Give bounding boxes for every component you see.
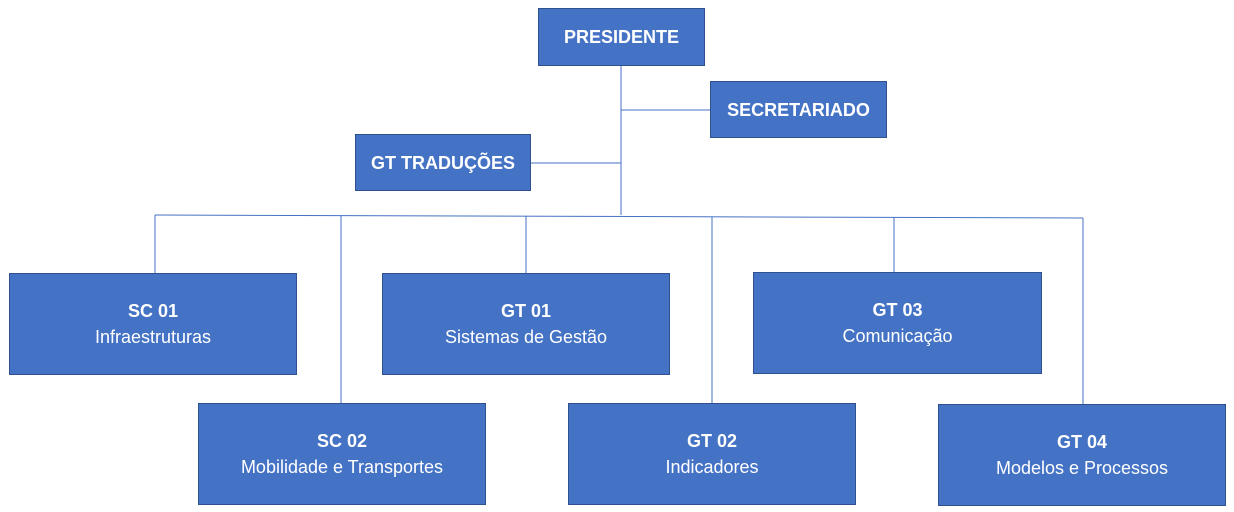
gt02-desc: Indicadores — [665, 457, 759, 477]
connector-bus — [154, 214, 1084, 219]
box-gt01: GT 01 Sistemas de Gestão — [382, 273, 670, 375]
gt03-code: GT 03 — [872, 300, 923, 320]
gt03-desc: Comunicação — [842, 326, 953, 346]
box-sc01: SC 01 Infraestruturas — [9, 273, 297, 375]
box-gt04: GT 04 Modelos e Processos — [938, 404, 1226, 506]
secretariado-label: SECRETARIADO — [727, 99, 870, 120]
gt01-code: GT 01 — [500, 301, 552, 321]
gt01-desc: Sistemas de Gestão — [444, 327, 608, 347]
gt04-desc: Modelos e Processos — [995, 458, 1169, 478]
sc02-code: SC 02 — [316, 431, 368, 451]
box-gt02: GT 02 Indicadores — [568, 403, 856, 505]
gt04-code: GT 04 — [1056, 432, 1108, 452]
box-gt-traducoes: GT TRADUÇÕES — [355, 134, 531, 191]
sc01-code: SC 01 — [127, 301, 179, 321]
presidente-label: PRESIDENTE — [563, 27, 680, 47]
box-gt03: GT 03 Comunicação — [753, 272, 1042, 374]
gt02-code: GT 02 — [686, 431, 738, 451]
sc01-desc: Infraestruturas — [94, 327, 212, 347]
sc02-desc: Mobilidade e Transportes — [240, 457, 444, 477]
gt-traducoes-label: GT TRADUÇÕES — [371, 152, 515, 173]
box-secretariado: SECRETARIADO — [710, 81, 887, 138]
box-sc02: SC 02 Mobilidade e Transportes — [198, 403, 486, 505]
box-presidente: PRESIDENTE — [538, 8, 705, 66]
